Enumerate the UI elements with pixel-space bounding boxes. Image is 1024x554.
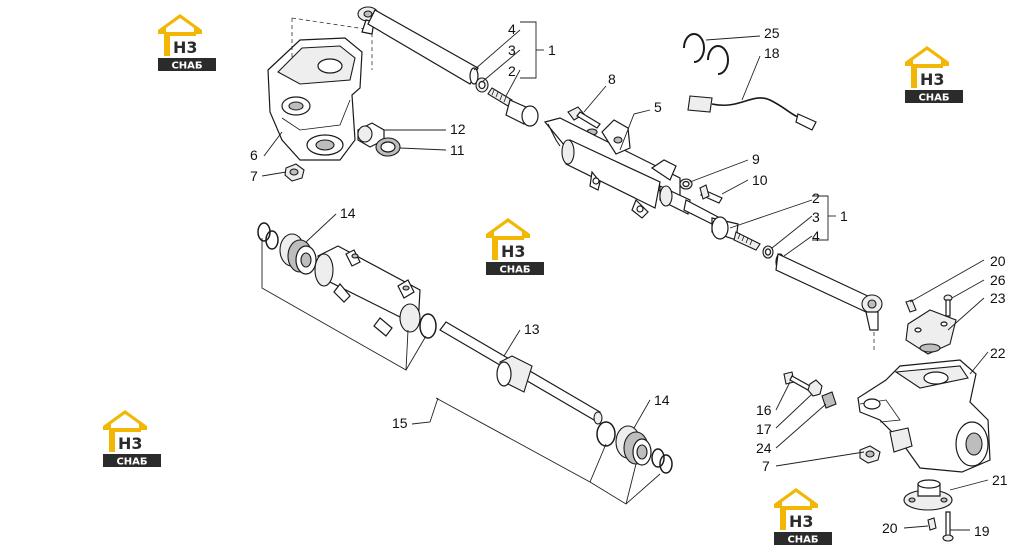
steering-knuckle-left <box>267 17 373 161</box>
callout-19: 19 <box>974 523 990 539</box>
callout-15: 15 <box>392 415 408 431</box>
o-rings-left-pair <box>257 222 279 250</box>
callout-22: 22 <box>990 345 1006 361</box>
washer-9 <box>679 178 693 190</box>
watermark-caption: CHAБ <box>171 61 202 72</box>
callout-18: 18 <box>764 45 780 61</box>
snap-rings-25 <box>683 33 729 75</box>
watermark-caption: CHAБ <box>116 457 147 468</box>
inner-ball-joint-2-upper <box>487 87 539 127</box>
callout-2-upper: 2 <box>508 63 516 79</box>
callout-11: 11 <box>450 142 465 158</box>
callout-12: 12 <box>450 121 466 137</box>
bushing-12 <box>357 122 385 148</box>
bolt-10 <box>699 184 723 204</box>
watermark-logo-3: CHAБ <box>486 218 544 276</box>
callout-6: 6 <box>250 147 258 163</box>
callout-14-upper: 14 <box>340 205 356 221</box>
o-rings-right-pair <box>651 448 673 474</box>
bolt-19 <box>942 511 954 542</box>
seal-11 <box>375 137 401 157</box>
callout-26: 26 <box>990 272 1006 288</box>
tie-rod-lower <box>775 253 883 352</box>
callout-20-upper: 20 <box>990 253 1006 269</box>
steering-cylinder-5 <box>543 117 721 227</box>
callout-14-lower: 14 <box>654 392 670 408</box>
callout-1-lower: 1 <box>840 208 848 224</box>
watermark-logo-2: CHAБ <box>905 46 963 104</box>
callout-3-lower: 3 <box>812 209 820 225</box>
piston-rod-13 <box>439 321 603 425</box>
callout-1-upper: 1 <box>548 42 556 58</box>
bolt-16 <box>783 371 811 391</box>
gland-14-upper <box>279 233 317 275</box>
watermark-logo-4: CHAБ <box>103 410 161 468</box>
nut-7-left <box>284 163 305 182</box>
lower-plate-21 <box>903 479 953 511</box>
callout-23: 23 <box>990 290 1006 306</box>
callout-3-upper: 3 <box>508 42 516 58</box>
callout-4-lower: 4 <box>812 228 820 244</box>
callout-16: 16 <box>756 402 772 418</box>
washer-3-upper <box>475 77 489 93</box>
bolt-26 <box>943 294 953 317</box>
nut-7-right <box>859 445 881 464</box>
callout-5: 5 <box>654 99 662 115</box>
watermark-caption: CHAБ <box>918 93 949 104</box>
callout-7-left: 7 <box>250 168 258 184</box>
o-ring-barrel <box>419 313 437 339</box>
watermark-caption: CHAБ <box>787 535 818 546</box>
callout-labels: 4 3 1 2 8 5 12 11 6 7 25 18 9 10 2 3 1 4… <box>250 21 1008 539</box>
callout-21: 21 <box>992 472 1008 488</box>
cover-plate-23 <box>905 309 957 355</box>
nut-17 <box>807 379 823 397</box>
inner-ball-joint-2-lower <box>711 216 761 251</box>
callout-24: 24 <box>756 440 772 456</box>
watermark-caption: CHAБ <box>499 265 530 276</box>
sensor-18 <box>687 95 817 131</box>
steering-knuckle-right <box>857 359 991 473</box>
washer-3-lower <box>762 245 774 259</box>
cylinder-barrel-15 <box>314 245 421 337</box>
leader-lines <box>261 21 989 531</box>
grease-fitting-20-lower <box>927 517 937 531</box>
callout-8: 8 <box>608 71 616 87</box>
callout-2-lower: 2 <box>812 190 820 206</box>
grease-fitting-20-upper <box>905 299 917 313</box>
callout-10: 10 <box>752 172 768 188</box>
watermark-logo-1: CHAБ <box>158 14 216 72</box>
callout-20-lower: 20 <box>882 520 898 536</box>
o-ring-rod-end <box>596 421 616 447</box>
bolt-8 <box>567 106 601 136</box>
callout-25: 25 <box>764 25 780 41</box>
callout-4-upper: 4 <box>508 21 516 37</box>
watermark-logo-5: CHAБ <box>774 488 832 546</box>
callout-13: 13 <box>524 321 540 337</box>
callout-9: 9 <box>752 151 760 167</box>
callout-17: 17 <box>756 421 772 437</box>
tie-rod-upper <box>357 6 479 85</box>
gland-14-lower <box>615 425 652 466</box>
callout-7-right: 7 <box>762 458 770 474</box>
